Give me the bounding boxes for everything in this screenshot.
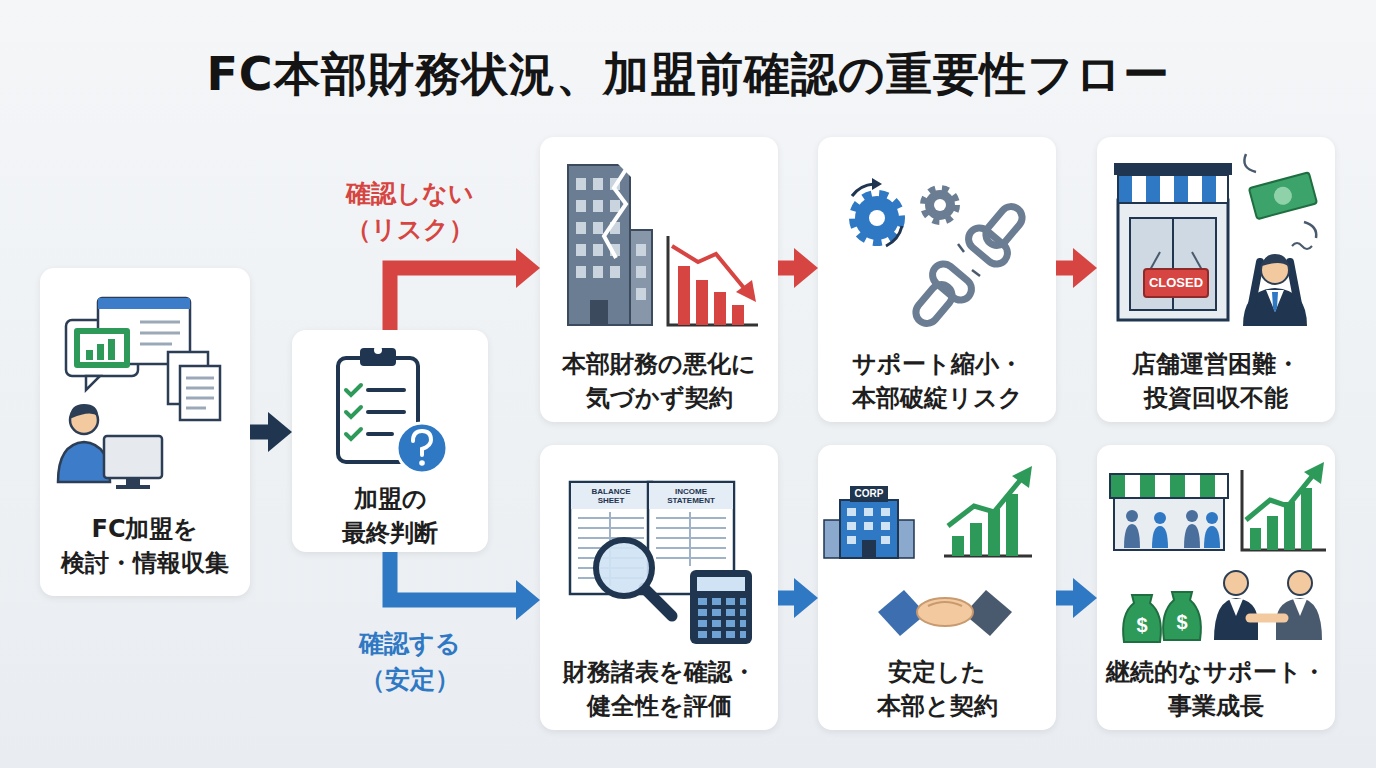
arrow-shaft [778,591,796,606]
arrow-head [794,248,818,288]
box-text: 加盟の 最終判断 [328,482,452,550]
box-text: サポート縮小・ 本部破綻リスク [837,347,1037,415]
branch-label: 確認しない （リスク） [340,176,480,248]
flow-box: 継続的なサポート・ 事業成長 [1097,445,1335,730]
arrow-shaft [390,268,518,330]
illustration-label: $ [1170,611,1194,633]
arrow-head [1073,578,1097,618]
arrow-shaft [1056,261,1075,276]
flow-arrow [1056,248,1097,288]
arrow-head [516,248,540,288]
illustration-label: BALANCE SHEET [583,487,639,505]
arrow-shaft [390,552,518,600]
box-text: FC加盟を 検討・情報収集 [54,512,236,580]
arrow-shaft [778,261,796,276]
box-text: 継続的なサポート・ 事業成長 [1102,655,1330,723]
flow-arrow [778,578,818,618]
flow-box: 店舗運営困難・ 投資回収不能 [1097,137,1335,422]
branch-label: 確認する （安定） [340,626,480,698]
arrow-head [268,412,292,452]
flow-box: 加盟の 最終判断 [292,330,488,552]
flow-box: サポート縮小・ 本部破綻リスク [818,137,1056,422]
illustration-label: CORP [850,488,888,500]
illustration-label: CLOSED [1144,276,1208,290]
flow-box: 本部財務の悪化に 気づかず契約 [540,137,778,422]
box-text: 安定した 本部と契約 [862,655,1012,723]
arrow-shaft [250,425,270,440]
flow-arrow [1056,578,1097,618]
arrow-head [1073,248,1097,288]
arrow-head [794,578,818,618]
flow-arrow [778,248,818,288]
diagram-title: FC本部財務状況、加盟前確認の重要性フロー [0,44,1376,106]
flow-arrow [390,552,540,620]
illustration-label: INCOME STATEMENT [658,487,724,505]
flow-box: FC加盟を 検討・情報収集 [40,268,250,596]
box-text: 店舗運営困難・ 投資回収不能 [1116,347,1316,415]
box-text: 本部財務の悪化に 気づかず契約 [553,347,765,415]
flow-arrow [390,248,540,330]
illustration-label: $ [1130,614,1154,636]
box-text: 財務諸表を確認・ 健全性を評価 [553,655,765,723]
arrow-head [516,580,540,620]
arrow-shaft [1056,591,1075,606]
flow-arrow [250,412,292,452]
flow-box: 財務諸表を確認・ 健全性を評価 [540,445,778,730]
flow-box: 安定した 本部と契約 [818,445,1056,730]
